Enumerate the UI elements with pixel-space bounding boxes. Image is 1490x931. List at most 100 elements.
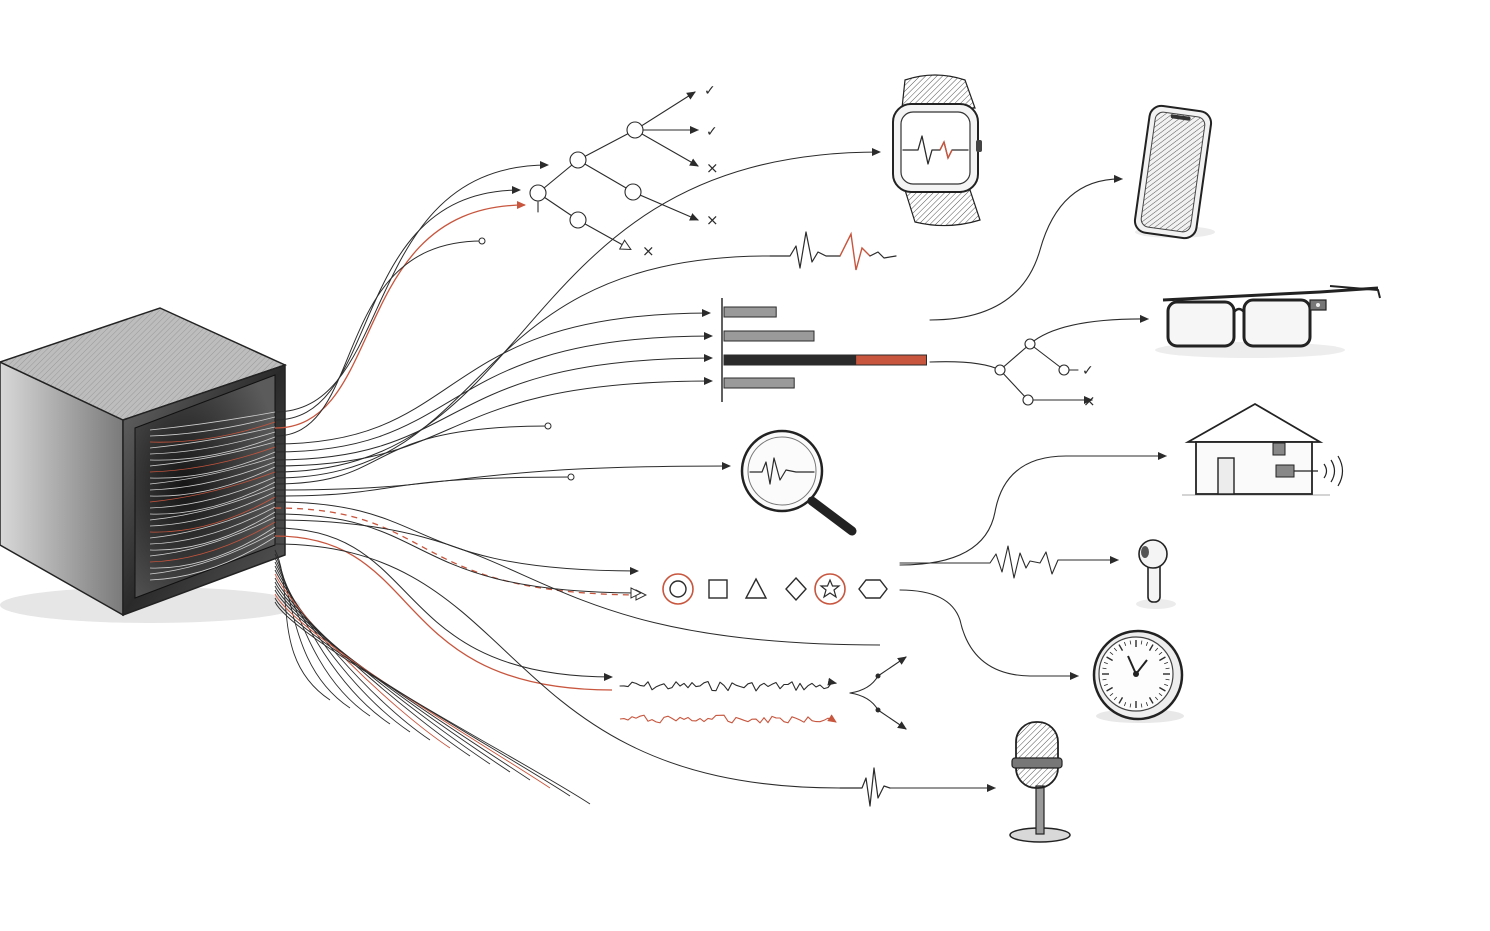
- smartwatch-icon: [892, 74, 982, 227]
- cross-mark: ×: [1083, 392, 1096, 410]
- gauge-tick: [1154, 647, 1159, 652]
- bar-highlight: [855, 354, 927, 366]
- flow-line: [274, 148, 881, 473]
- cube-fiber: [149, 511, 276, 551]
- cube-fiber: [149, 531, 276, 575]
- cube-fiber: [149, 431, 276, 455]
- bar: [723, 377, 795, 389]
- flow-line: [274, 601, 591, 805]
- flow-line: [274, 543, 841, 789]
- noise-signal-accent: [619, 714, 837, 724]
- flow-line: [274, 527, 613, 681]
- check-mark: ✓: [704, 83, 716, 99]
- gauge-tick: [1164, 661, 1169, 665]
- gauge-tick: [1109, 651, 1114, 656]
- bar: [723, 306, 777, 318]
- smartphone-icon: [929, 104, 1215, 321]
- smart-glasses-icon: [1155, 285, 1381, 358]
- smart-home-icon: [899, 402, 1344, 566]
- cube-fiber: [149, 421, 276, 443]
- cube-fiber: [149, 486, 276, 521]
- gauge-tick: [1159, 656, 1166, 662]
- cube-fiber: [149, 416, 276, 437]
- gauge-tick: [1103, 661, 1108, 665]
- cross-mark: ×: [642, 242, 655, 260]
- flow-lines: [149, 148, 881, 805]
- cube-fiber: [149, 536, 276, 581]
- gauge-tick: [1158, 651, 1163, 656]
- cube-fiber: [149, 516, 276, 557]
- bar: [723, 354, 857, 366]
- gauge-tick: [1123, 641, 1127, 646]
- earbud-icon: [899, 539, 1176, 609]
- source-cube: [0, 307, 300, 623]
- flow-line-accent: [274, 201, 526, 429]
- gauge-icon: [899, 589, 1184, 723]
- shape-hexagon: [858, 579, 888, 599]
- flow-line-accent: [274, 535, 613, 691]
- flow-line: [274, 377, 713, 467]
- flow-line: [274, 255, 771, 479]
- flow-line: [274, 569, 431, 741]
- flow-line: [274, 240, 483, 437]
- flow-line: [274, 501, 639, 575]
- flow-line: [274, 593, 551, 789]
- flow-line: [274, 354, 713, 461]
- cube-fiber: [149, 501, 276, 539]
- cube-fiber: [149, 456, 276, 485]
- flow-line: [274, 476, 572, 497]
- shape-square: [708, 579, 728, 599]
- shape-circle: [662, 573, 694, 605]
- flow-line-accent: [274, 507, 645, 595]
- secondary-decision-tree: [929, 314, 1149, 406]
- microphone-icon: [839, 721, 1071, 843]
- flow-line: [274, 561, 391, 725]
- cube-fiber: [149, 471, 276, 503]
- cube-fiber: [149, 411, 276, 431]
- cube-fiber: [149, 461, 276, 491]
- gauge-tick: [1103, 683, 1108, 687]
- gauge-tick: [1113, 696, 1118, 701]
- cube-fiber: [149, 481, 276, 515]
- flow-line: [274, 462, 731, 491]
- gauge-tick: [1118, 644, 1124, 651]
- flow-endpoint: [478, 237, 486, 245]
- flow-line: [274, 565, 411, 733]
- bar-chart: [721, 298, 927, 402]
- flow-line: [274, 309, 711, 445]
- magnifier-icon: [740, 429, 857, 536]
- flow-endpoint: [544, 422, 552, 430]
- gauge-tick: [1102, 678, 1107, 681]
- gauge-tick: [1165, 667, 1170, 670]
- gauge-tick: [1159, 686, 1166, 692]
- gauge-tick: [1165, 678, 1170, 681]
- gauge-tick: [1106, 656, 1113, 662]
- shape-triangle: [744, 577, 768, 599]
- gauge-tick: [1145, 702, 1149, 707]
- flow-line: [274, 549, 331, 701]
- noisy-signals: [619, 656, 907, 730]
- gauge-tick: [1140, 703, 1143, 708]
- cube-fiber: [149, 446, 276, 473]
- gauge-tick: [1164, 683, 1169, 687]
- gauge-tick: [1113, 647, 1118, 652]
- flow-line: [274, 425, 549, 485]
- cube-fiber: [149, 521, 276, 563]
- cube-fiber: [149, 466, 276, 497]
- cube-fiber: [149, 476, 276, 509]
- flow-line: [274, 573, 451, 749]
- decision-tree: [529, 91, 699, 249]
- gauge-tick: [1123, 702, 1127, 707]
- flow-line: [274, 553, 351, 709]
- cube-fiber: [149, 451, 276, 479]
- gauge-tick: [1109, 692, 1114, 697]
- gauge-tick: [1102, 667, 1107, 670]
- flow-line: [274, 186, 521, 421]
- gauge-tick: [1158, 692, 1163, 697]
- flow-line: [274, 597, 571, 797]
- flow-line: [274, 161, 549, 413]
- cube-fiber: [149, 496, 276, 533]
- check-mark: ✓: [1082, 363, 1094, 379]
